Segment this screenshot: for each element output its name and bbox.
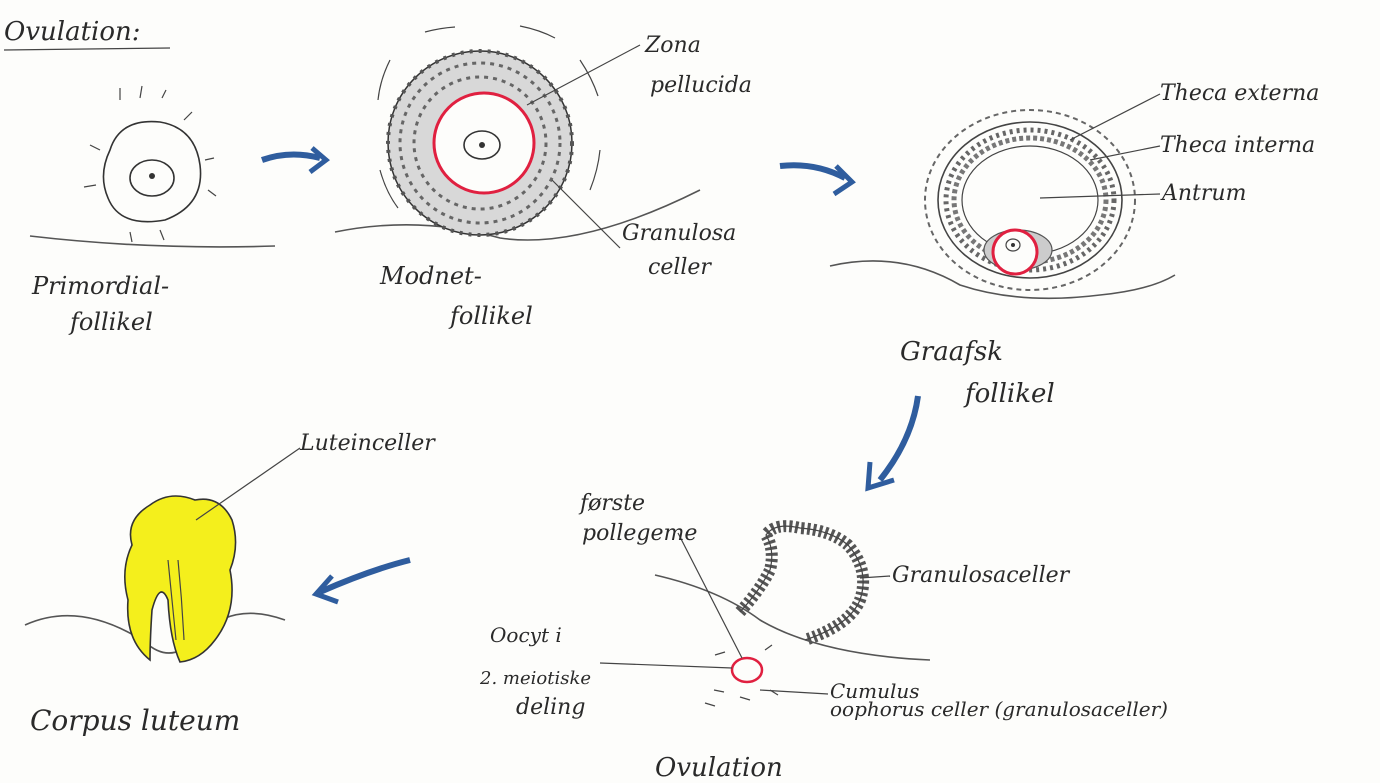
label-cumulus-2: oophorus celler (granulosaceller) (830, 697, 1168, 721)
label-graafsk-2: follikel (963, 379, 1055, 409)
label-primordial-1: Primordial- (31, 272, 169, 300)
primordial-follicle (30, 86, 275, 247)
label-oocyt-3: deling (516, 695, 585, 720)
corpus-luteum (25, 496, 285, 662)
label-granulosa-2: celler (648, 255, 712, 280)
label-granulosa-1: Granulosa (622, 221, 736, 246)
label-granulosaceller: Granulosaceller (892, 563, 1071, 588)
title-underline (4, 48, 170, 50)
label-theca-interna: Theca interna (1160, 133, 1315, 158)
label-forste-2: pollegeme (582, 521, 697, 546)
label-modnet-2: follikel (448, 302, 533, 330)
label-luteinceller: Luteinceller (299, 431, 436, 456)
leader-luteinceller (196, 448, 300, 520)
label-oocyt-2: 2. meiotiske (479, 668, 591, 689)
graafian-follicle (830, 110, 1175, 298)
label-corpus-luteum: Corpus luteum (30, 704, 240, 737)
leader-theca-interna (1090, 146, 1160, 160)
label-primordial-2: follikel (68, 308, 153, 336)
label-zona-2: pellucida (650, 73, 752, 98)
label-modnet-1: Modnet- (379, 262, 482, 290)
leader-forste-pollegeme (678, 533, 742, 658)
title: Ovulation: (4, 17, 141, 47)
label-forste-1: første (578, 491, 645, 516)
label-oocyt-1: Oocyt i (490, 623, 562, 647)
arrow-1 (262, 154, 320, 160)
leader-antrum (1040, 194, 1160, 198)
label-ovulation: Ovulation (655, 753, 783, 783)
leader-cumulus (760, 690, 828, 694)
leader-zona (527, 45, 640, 105)
label-graafsk-1: Graafsk (900, 337, 1003, 367)
label-theca-externa: Theca externa (1160, 81, 1319, 106)
leader-oocyt (600, 663, 732, 668)
arrow-3 (880, 396, 918, 480)
arrow-4 (320, 560, 410, 592)
label-zona-1: Zona (644, 33, 701, 58)
leader-theca-externa (1070, 94, 1160, 140)
maturing-follicle (335, 26, 700, 240)
label-antrum: Antrum (1160, 181, 1246, 206)
